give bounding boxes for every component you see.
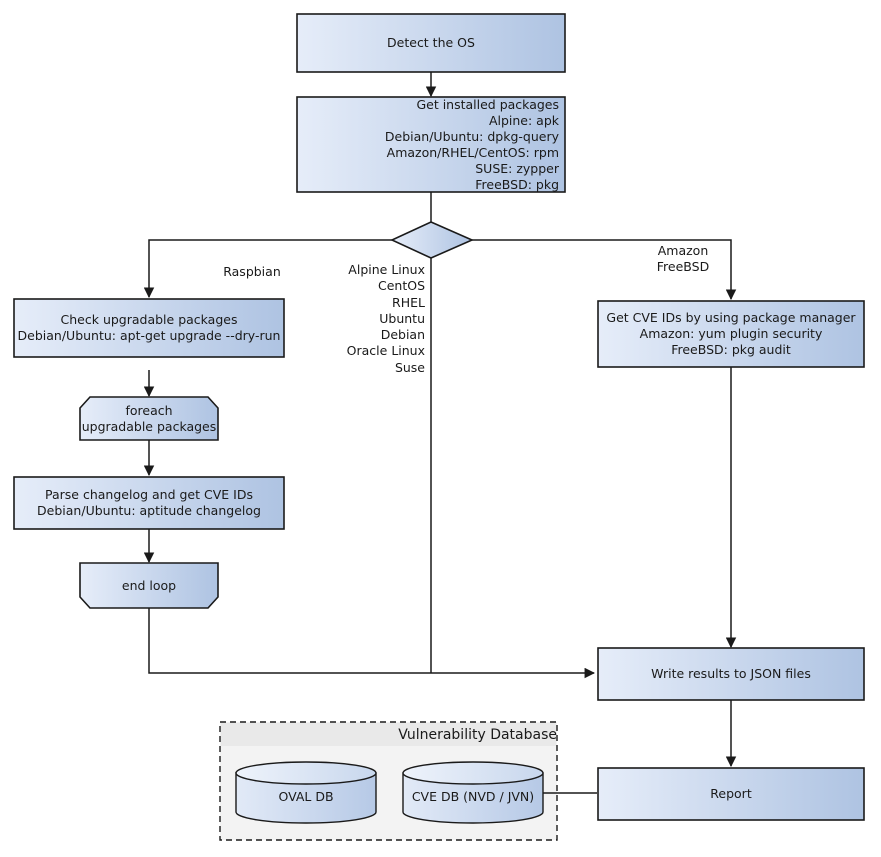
edge-decision-amazon-freebsd <box>472 239 737 301</box>
node-os-decision[interactable] <box>390 221 474 259</box>
node-get-installed-packages[interactable] <box>296 96 566 193</box>
edge-label-center-os-list: Alpine Linux CentOS RHEL Ubuntu Debian O… <box>346 262 425 375</box>
edge-endloop-to-write <box>148 608 596 679</box>
node-cve-db[interactable] <box>402 761 544 824</box>
node-oval-db[interactable] <box>235 761 377 824</box>
node-detect-os[interactable] <box>296 13 566 73</box>
node-get-cve-ids[interactable] <box>597 300 865 368</box>
connectors-layer <box>143 72 737 794</box>
node-end-loop[interactable] <box>79 562 219 609</box>
group-title-band <box>221 723 556 746</box>
node-check-upgradable[interactable] <box>13 298 285 358</box>
edge-label-raspbian: Raspbian <box>223 264 281 279</box>
node-report[interactable] <box>597 767 865 821</box>
edge-decision-raspbian <box>143 239 392 299</box>
edge-label-amazon-freebsd: Amazon FreeBSD <box>656 243 710 275</box>
node-foreach[interactable] <box>79 396 219 441</box>
node-write-results[interactable] <box>597 647 865 701</box>
node-parse-changelog[interactable] <box>13 476 285 530</box>
group-title-label: Vulnerability Database <box>398 727 557 743</box>
